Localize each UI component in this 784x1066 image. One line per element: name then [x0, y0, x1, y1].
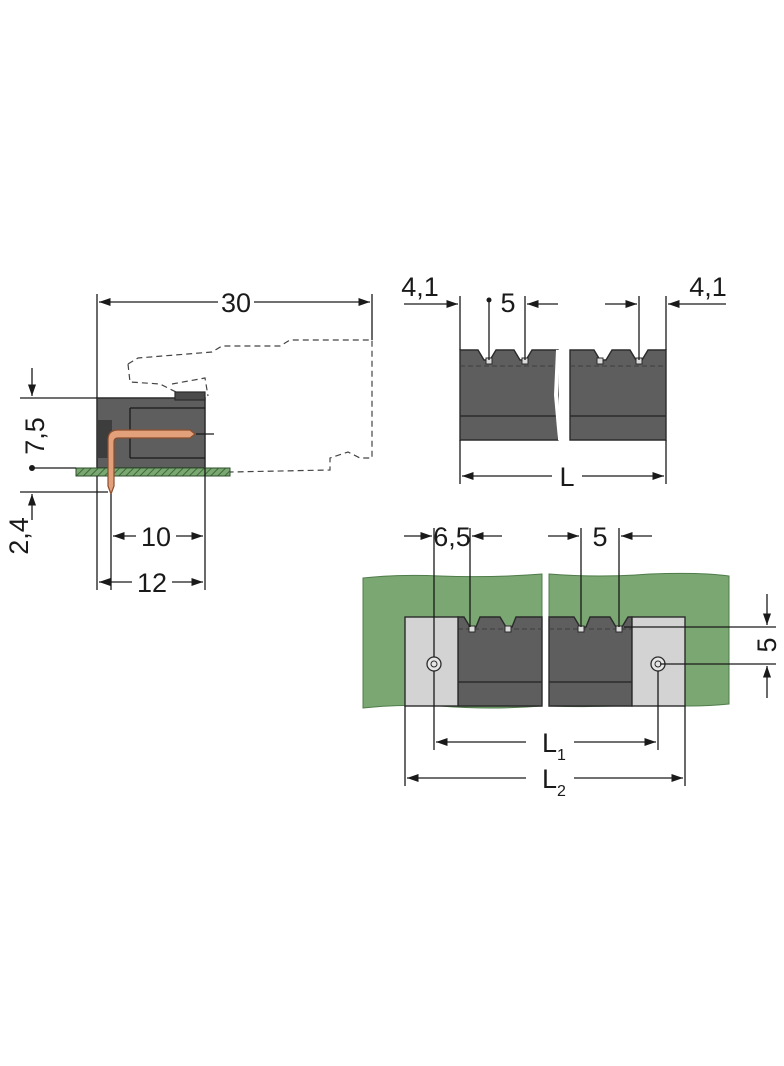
flange-view: 6,5 5 5 L1 L2 [362, 522, 782, 800]
dim-overall-length: 30 [221, 288, 251, 318]
dim-body-depth: 12 [137, 568, 167, 598]
dim-end-offset-right: 4,1 [689, 272, 727, 302]
dim-end-offset-left: 4,1 [401, 272, 439, 302]
mating-plug-outline [127, 339, 373, 473]
side-view: 30 7,5 2,4 10 12 [4, 288, 373, 598]
dim-pitch-top: 5 [500, 288, 515, 318]
screw-hole-left-icon [426, 656, 442, 672]
dim-height: 7,5 [20, 417, 50, 455]
side-housing-top-latch [174, 391, 206, 401]
side-pcb [75, 467, 231, 477]
dim-pin-to-rear: 10 [141, 522, 171, 552]
side-pin [107, 429, 196, 496]
dim-length1: L1 [542, 728, 566, 764]
top-housing-right [569, 349, 667, 441]
dim-pitch-flange: 5 [592, 522, 607, 552]
dim-length2: L2 [542, 764, 566, 800]
dim-pin-below: 2,4 [4, 517, 34, 555]
dim-flange-to-pin: 6,5 [433, 522, 471, 552]
dim-length: L [559, 462, 574, 492]
top-view: 4,1 5 4,1 L [401, 272, 727, 492]
top-housing-left [459, 349, 559, 441]
dim-flange-height: 5 [752, 637, 782, 652]
